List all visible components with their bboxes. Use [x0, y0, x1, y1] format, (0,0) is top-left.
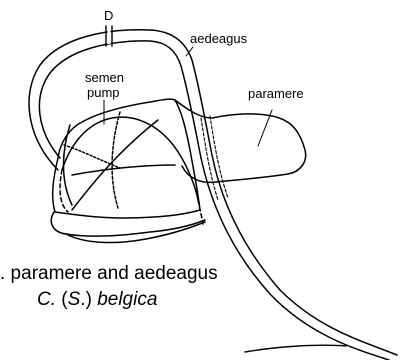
- caption-subgenus-letter: S: [68, 289, 81, 310]
- label-paramere: paramere: [248, 87, 304, 100]
- pump-cross-1: [72, 165, 175, 175]
- caption-line-1: . paramere and aedeagus: [0, 264, 218, 283]
- label-semen: semen: [85, 71, 124, 84]
- pump-base: [51, 212, 205, 236]
- caption-text: . paramere and aedeagus: [0, 263, 218, 284]
- caption-genus: C.: [37, 289, 56, 310]
- label-aedeagus: aedeagus: [190, 32, 247, 45]
- caption-subgenus: (S.): [61, 289, 92, 310]
- label-pump: pump: [87, 86, 120, 99]
- pump-base-lower: [66, 222, 205, 242]
- caption-line-2: C. (S.) belgica: [37, 290, 157, 309]
- label-d: D: [104, 9, 113, 22]
- paramere-body: [175, 100, 306, 182]
- next-figure-edge: [245, 345, 346, 352]
- pump-bulb-solid: [62, 117, 198, 200]
- aedeagus-internal-dashed: [201, 116, 228, 200]
- caption-species: belgica: [97, 289, 157, 310]
- pump-ring-left: [64, 125, 73, 205]
